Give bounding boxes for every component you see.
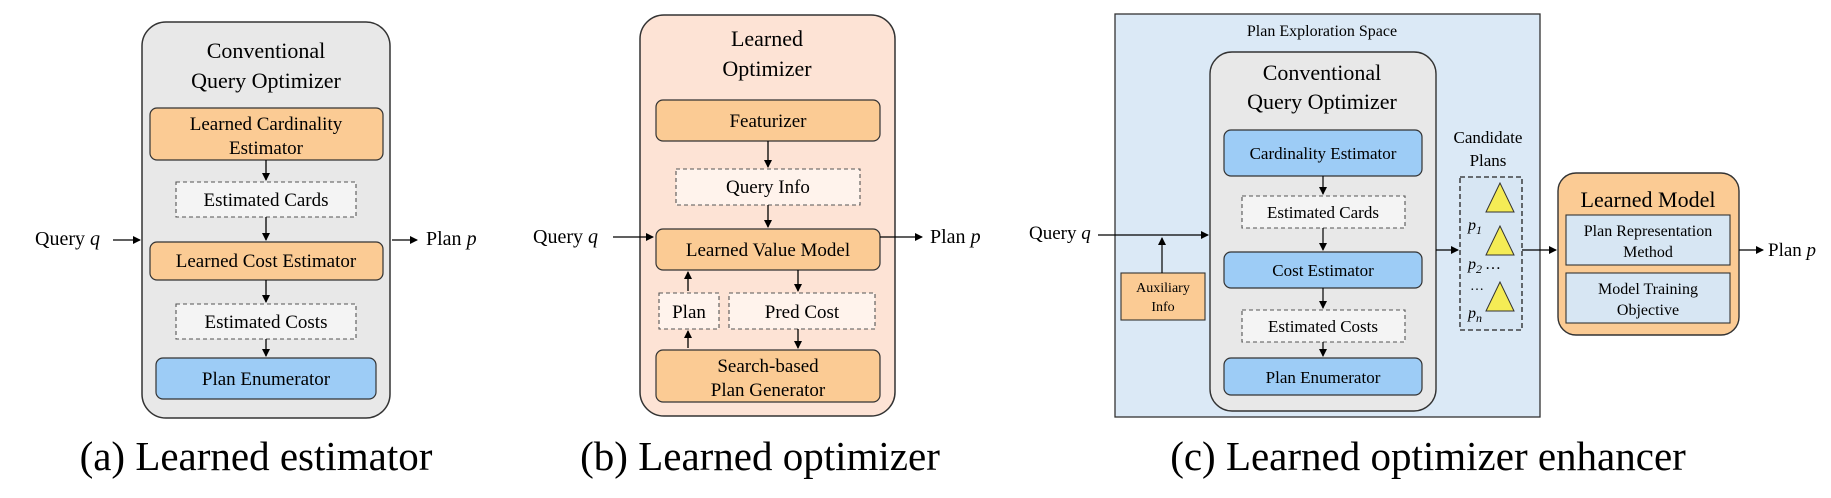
auxiliary-info-line1: Auxiliary xyxy=(1136,281,1190,296)
plan-representation-line1: Plan Representation xyxy=(1584,223,1712,240)
plan-pn-label: pn xyxy=(1467,305,1482,325)
panel-c: Plan Exploration Space Conventional Quer… xyxy=(1029,13,1816,479)
plan-enumerator-label: Plan Enumerator xyxy=(1266,368,1381,387)
featurizer-label: Featurizer xyxy=(729,111,807,132)
estimated-cards-label: Estimated Cards xyxy=(203,190,328,211)
cost-estimator-label: Cost Estimator xyxy=(1272,261,1374,280)
estimated-costs-label: Estimated Costs xyxy=(1268,317,1378,336)
plan-output-label: Plan p xyxy=(1768,240,1816,261)
ellipsis: … xyxy=(1470,279,1484,294)
search-based-plan-generator-box xyxy=(655,349,881,403)
estimated-costs-box xyxy=(175,303,357,340)
estimated-costs-label: Estimated Costs xyxy=(205,312,328,333)
plan-p2-label: p2… xyxy=(1467,256,1501,276)
panel-title-line1: Learned xyxy=(731,26,803,51)
plan-exploration-space-title: Plan Exploration Space xyxy=(1247,23,1397,40)
panel-a: Conventional Query Optimizer Learned Car… xyxy=(35,21,477,479)
auxiliary-info-box xyxy=(1120,272,1206,321)
query-input-label: Query q xyxy=(533,226,598,248)
plan-enumerator-label: Plan Enumerator xyxy=(202,369,331,390)
pred-cost-box xyxy=(728,292,876,330)
search-based-plan-generator-line2: Plan Generator xyxy=(711,380,826,401)
plan-enumerator-box xyxy=(1223,357,1423,396)
plan-label: Plan xyxy=(672,302,706,323)
plan-enumerator-box xyxy=(155,357,377,400)
model-training-line2: Objective xyxy=(1617,302,1679,319)
panel-title-line2: Query Optimizer xyxy=(1247,89,1397,114)
learned-cardinality-estimator-line1: Learned Cardinality xyxy=(190,114,343,135)
learned-cost-estimator-label: Learned Cost Estimator xyxy=(176,251,357,272)
plan-output-label: Plan p xyxy=(426,228,477,250)
plan-box xyxy=(658,292,720,330)
candidate-plan-triangle-n xyxy=(1485,280,1515,312)
query-info-box xyxy=(675,168,861,206)
panel-title-line1: Conventional xyxy=(207,38,326,63)
model-training-box xyxy=(1565,272,1731,324)
candidate-plans-line1: Candidate xyxy=(1454,128,1523,147)
estimated-cards-box xyxy=(175,181,357,218)
plan-output-label: Plan p xyxy=(930,226,981,248)
candidate-plan-triangle-2 xyxy=(1485,224,1515,256)
query-input-label: Query q xyxy=(1029,223,1091,244)
learned-value-model-label: Learned Value Model xyxy=(686,240,850,261)
caption-a: (a) Learned estimator xyxy=(80,433,433,479)
estimated-cards-box xyxy=(1241,195,1406,229)
pred-cost-label: Pred Cost xyxy=(765,302,840,323)
candidate-plans-line2: Plans xyxy=(1470,151,1507,170)
plan-representation-line2: Method xyxy=(1623,244,1673,261)
model-training-line1: Model Training xyxy=(1598,281,1698,298)
auxiliary-info-line2: Info xyxy=(1151,300,1174,315)
cardinality-estimator-label: Cardinality Estimator xyxy=(1250,144,1397,163)
search-based-plan-generator-line1: Search-based xyxy=(717,356,819,377)
caption-b: (b) Learned optimizer xyxy=(580,433,940,479)
query-info-label: Query Info xyxy=(726,177,810,198)
learned-value-model-box xyxy=(655,228,881,271)
plan-p1-label: p1 xyxy=(1467,217,1482,237)
panel-title-line2: Optimizer xyxy=(722,56,812,81)
estimated-cards-label: Estimated Cards xyxy=(1267,203,1379,222)
query-input-label: Query q xyxy=(35,228,100,250)
panel-title-line1: Conventional xyxy=(1263,60,1382,85)
plan-representation-box xyxy=(1565,214,1731,266)
caption-c: (c) Learned optimizer enhancer xyxy=(1170,433,1686,479)
learned-cardinality-estimator-line2: Estimator xyxy=(229,138,304,159)
panel-b: Learned Optimizer Featurizer Query Info … xyxy=(533,14,981,479)
panel-title-line2: Query Optimizer xyxy=(191,68,341,93)
learned-model-title: Learned Model xyxy=(1581,187,1716,212)
candidate-plan-triangle-1 xyxy=(1485,181,1515,213)
estimated-costs-box xyxy=(1241,309,1406,343)
